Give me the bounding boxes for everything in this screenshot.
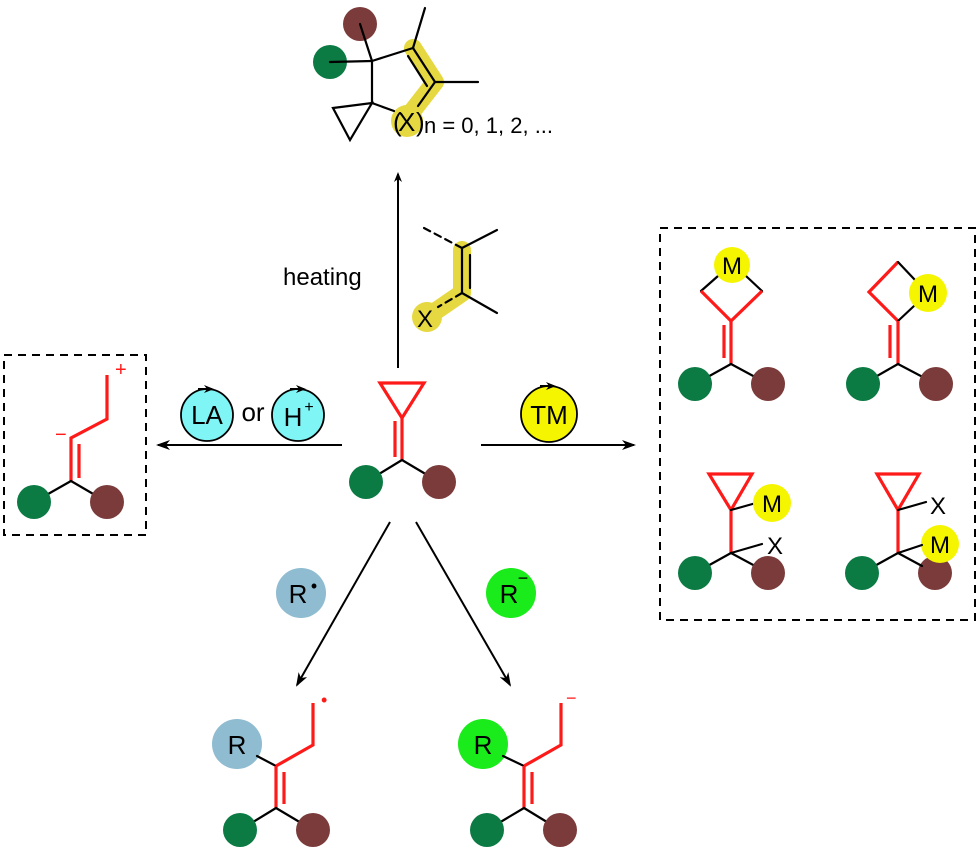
metal-adduct-d: X M <box>845 472 959 590</box>
metal-label: M <box>722 253 742 280</box>
cation-charge: + <box>115 359 127 381</box>
metal-label: M <box>930 532 950 559</box>
alkene-reagent: X <box>412 226 499 333</box>
metallacycle-a: M <box>678 247 785 401</box>
r-group-label: R <box>228 730 247 760</box>
radical-dot: • <box>321 690 327 710</box>
metal-intermediates-box <box>659 227 976 621</box>
metal-label: M <box>918 281 938 308</box>
reagent-x-label: X <box>417 306 433 333</box>
metallacycle-b: M <box>846 260 953 401</box>
heating-label: heating <box>283 264 362 291</box>
methylenecyclopropane-substrate <box>349 381 456 499</box>
tm-label: TM <box>530 400 568 430</box>
green-substituent <box>17 485 51 519</box>
radical-arrow: R • <box>276 521 391 687</box>
brown-substituent <box>422 465 456 499</box>
h-plus-superscript: + <box>304 399 313 416</box>
cyclopropane-ring <box>377 381 427 422</box>
h-label: H <box>284 402 303 432</box>
metal-label: M <box>762 491 782 518</box>
anion-reagent-label: R <box>500 579 519 609</box>
radical-reagent-label: R <box>289 579 308 609</box>
cyclopropane-ring <box>331 101 375 143</box>
metal-adduct-c: M X <box>678 472 791 590</box>
lewis-acid-arrow: LA or H + <box>156 385 342 450</box>
halide-label: X <box>930 493 946 520</box>
zwitterion-product-box <box>3 354 147 536</box>
anion-charge: − <box>518 568 529 588</box>
or-label: or <box>241 397 264 427</box>
close-paren: ) <box>416 107 425 137</box>
green-substituent <box>349 465 383 499</box>
la-label: LA <box>191 400 223 430</box>
highlight-x-circle <box>391 105 423 137</box>
r-group-label: R <box>474 730 493 760</box>
anion-charge: − <box>566 688 577 708</box>
anion-charge: − <box>55 424 67 446</box>
transition-metal-arrow: TM <box>481 382 636 450</box>
brown-substituent <box>90 485 124 519</box>
heating-arrow: heating <box>283 172 402 368</box>
repeat-index-label: n = 0, 1, 2, ... <box>424 113 553 138</box>
anion-reagent-icon <box>486 568 536 618</box>
anion-arrow: R − <box>415 521 536 687</box>
top-spiro-product: ( X ) n = 0, 1, 2, ... <box>313 6 553 143</box>
halide-label: X <box>767 533 783 560</box>
anion-product: R − <box>458 688 577 847</box>
ring-x-label: X <box>398 107 415 137</box>
radical-product: R • <box>212 690 330 847</box>
open-paren: ( <box>393 107 402 137</box>
radical-reagent-icon <box>276 568 326 618</box>
radical-dot: • <box>311 576 317 596</box>
zwitterion-product: + − <box>17 359 127 519</box>
